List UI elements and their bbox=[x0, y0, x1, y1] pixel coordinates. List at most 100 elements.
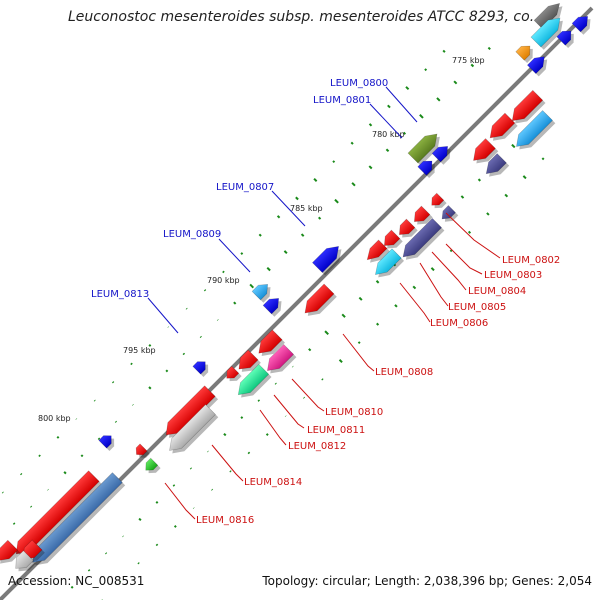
tick-label: 790 kbp bbox=[207, 276, 240, 285]
gene-feature-leum-0805[interactable] bbox=[363, 239, 390, 267]
gc-mark bbox=[486, 212, 490, 216]
gc-mark bbox=[93, 399, 96, 402]
gc-mark bbox=[148, 344, 152, 347]
gene-feature-blue[interactable] bbox=[98, 432, 118, 451]
gene-feature-cyan-top[interactable] bbox=[530, 13, 568, 50]
gene-feature-red[interactable] bbox=[380, 229, 403, 253]
gene-feature-leum-0801[interactable] bbox=[417, 157, 439, 179]
gene-feature-blue[interactable] bbox=[431, 142, 455, 165]
gc-mark bbox=[38, 454, 41, 458]
gc-mark bbox=[189, 467, 192, 470]
gc-mark bbox=[111, 381, 115, 384]
gc-mark bbox=[203, 289, 207, 292]
reverse-feature-labels: LEUM_0802 LEUM_0803 LEUM_0804 LEUM_0805 … bbox=[164, 212, 560, 526]
gc-mark bbox=[165, 369, 169, 373]
gene-feature-steel[interactable] bbox=[28, 472, 126, 571]
gene-label-leum-0803[interactable]: LEUM_0803 bbox=[484, 270, 542, 281]
gene-label-leum-0807[interactable]: LEUM_0807 bbox=[216, 182, 274, 193]
gene-feature-red[interactable] bbox=[469, 138, 499, 169]
gc-mark bbox=[80, 454, 84, 458]
gene-feature-red[interactable] bbox=[254, 329, 285, 361]
gene-feature-red[interactable] bbox=[223, 365, 242, 384]
gene-label-leum-0810[interactable]: LEUM_0810 bbox=[325, 407, 383, 418]
gene-label-leum-0804[interactable]: LEUM_0804 bbox=[468, 286, 526, 297]
gc-mark bbox=[283, 250, 288, 255]
gc-mark bbox=[222, 270, 225, 274]
gene-feature-leum-0807[interactable] bbox=[312, 241, 346, 276]
gc-mark bbox=[137, 562, 140, 565]
gc-mark bbox=[182, 352, 186, 356]
gene-feature-red[interactable] bbox=[485, 112, 518, 146]
gc-mark bbox=[385, 148, 390, 153]
gc-mark bbox=[376, 322, 380, 326]
gene-feature-cyan[interactable] bbox=[371, 248, 405, 282]
gene-label-leum-0808[interactable]: LEUM_0808 bbox=[375, 367, 433, 378]
gene-label-leum-0806[interactable]: LEUM_0806 bbox=[430, 318, 488, 329]
gene-feature-leum-0810[interactable] bbox=[262, 344, 297, 378]
tick-label: 780 kbp bbox=[372, 130, 405, 139]
gene-feature-leum-0816[interactable] bbox=[142, 457, 161, 476]
accession-text: Accession: NC_008531 bbox=[8, 574, 145, 588]
gene-label-leum-0802[interactable]: LEUM_0802 bbox=[502, 255, 560, 266]
gc-mark bbox=[522, 175, 527, 180]
gene-label-leum-0812[interactable]: LEUM_0812 bbox=[288, 441, 346, 452]
gc-mark bbox=[240, 252, 244, 255]
gene-feature-leum-0804[interactable] bbox=[395, 218, 418, 242]
gc-mark bbox=[172, 484, 176, 487]
gc-mark bbox=[321, 378, 324, 381]
gene-feature-purple[interactable] bbox=[482, 153, 510, 182]
feature-track bbox=[0, 2, 595, 576]
tick-label: 795 kbp bbox=[123, 346, 156, 355]
gene-feature-red[interactable] bbox=[133, 443, 150, 461]
gc-mark bbox=[211, 488, 214, 491]
gene-label-leum-0814[interactable]: LEUM_0814 bbox=[244, 477, 302, 488]
gc-mark bbox=[351, 182, 356, 187]
gene-feature-leum-0812[interactable] bbox=[161, 385, 219, 443]
gc-mark bbox=[199, 335, 202, 339]
gene-label-leum-0801[interactable]: LEUM_0801 bbox=[313, 95, 371, 106]
gene-label-leum-0809[interactable]: LEUM_0809 bbox=[163, 229, 221, 240]
gene-feature-red[interactable] bbox=[0, 539, 21, 568]
gene-feature-leum-0802[interactable] bbox=[428, 192, 447, 211]
gc-mark bbox=[419, 114, 424, 119]
gene-feature-leum-0808[interactable] bbox=[300, 283, 337, 321]
gene-feature-leum-0811[interactable] bbox=[233, 363, 272, 402]
gene-label-leum-0816[interactable]: LEUM_0816 bbox=[196, 515, 254, 526]
gene-feature-sky[interactable] bbox=[511, 110, 556, 154]
gc-mark bbox=[394, 304, 398, 308]
gene-feature-leum-0800[interactable] bbox=[407, 129, 445, 166]
gene-feature-red[interactable] bbox=[18, 539, 45, 567]
gc-mark bbox=[148, 386, 152, 390]
gene-label-leum-0811[interactable]: LEUM_0811 bbox=[307, 425, 365, 436]
gc-mark bbox=[249, 283, 255, 289]
gc-mark bbox=[173, 525, 177, 528]
gene-feature-purple[interactable] bbox=[439, 205, 459, 226]
gc-mark bbox=[56, 435, 60, 439]
gene-feature-red[interactable] bbox=[507, 89, 546, 128]
gene-feature-blue[interactable] bbox=[571, 12, 595, 35]
gene-feature-leum-0803[interactable] bbox=[410, 205, 433, 229]
gene-label-leum-0805[interactable]: LEUM_0805 bbox=[448, 302, 506, 313]
gene-label-leum-0800[interactable]: LEUM_0800 bbox=[330, 78, 388, 89]
gc-mark bbox=[63, 471, 67, 475]
gc-mark bbox=[511, 143, 516, 149]
gene-feature-leum-0809[interactable] bbox=[251, 280, 275, 303]
tick-label: 785 kbp bbox=[290, 204, 323, 213]
gc-mark bbox=[357, 341, 361, 345]
gc-mark bbox=[130, 362, 133, 366]
gene-feature-leum-0814[interactable] bbox=[165, 404, 219, 459]
gene-feature-silver[interactable] bbox=[11, 550, 37, 576]
gc-mark bbox=[334, 198, 339, 204]
gene-feature-orange[interactable] bbox=[515, 42, 537, 64]
gene-label-leum-0813[interactable]: LEUM_0813 bbox=[91, 289, 149, 300]
tick-labels: 775 kbp 780 kbp 785 kbp 790 kbp 795 kbp … bbox=[38, 56, 485, 423]
gene-feature-leum-0813[interactable] bbox=[192, 358, 212, 377]
gene-feature-leum-0806[interactable] bbox=[398, 218, 445, 264]
gene-feature-blue[interactable] bbox=[556, 27, 578, 49]
gc-mark bbox=[368, 165, 373, 170]
gc-mark bbox=[487, 46, 491, 51]
gene-feature-blue[interactable] bbox=[262, 294, 286, 317]
gc-mark bbox=[233, 301, 237, 305]
gc-mark bbox=[257, 399, 261, 402]
